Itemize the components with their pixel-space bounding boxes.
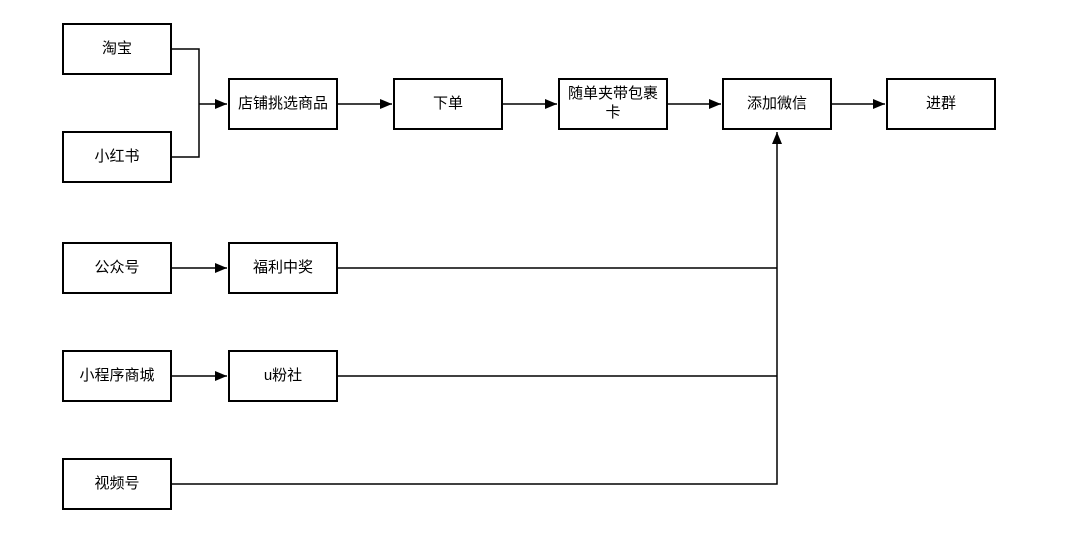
node-ufenshe-label: u粉社 bbox=[263, 366, 303, 384]
node-dianpu-label: 店铺挑选商品 bbox=[237, 94, 328, 112]
node-jinqun-label: 进群 bbox=[925, 94, 956, 112]
node-xiaochengxu-label: 小程序商城 bbox=[79, 366, 155, 384]
node-taobao: 淘宝 bbox=[62, 23, 172, 75]
node-jinqun: 进群 bbox=[886, 78, 996, 130]
node-gongzhonghao: 公众号 bbox=[62, 242, 172, 294]
node-weixin-label: 添加微信 bbox=[746, 94, 807, 112]
node-shipinhao: 视频号 bbox=[62, 458, 172, 510]
node-gongzhonghao-label: 公众号 bbox=[94, 258, 140, 276]
node-dianpu: 店铺挑选商品 bbox=[228, 78, 338, 130]
node-xiadan-label: 下单 bbox=[432, 94, 463, 112]
node-ufenshe: u粉社 bbox=[228, 350, 338, 402]
edge-shipinhao-to-weixin bbox=[172, 132, 782, 485]
node-xiaohongshu: 小红书 bbox=[62, 131, 172, 183]
node-fuli-label: 福利中奖 bbox=[252, 258, 313, 276]
node-fuli: 福利中奖 bbox=[228, 242, 338, 294]
node-shipinhao-label: 视频号 bbox=[94, 474, 140, 492]
node-taobao-label: 淘宝 bbox=[101, 39, 132, 57]
node-xiaohongshu-label: 小红书 bbox=[94, 147, 140, 165]
node-baoguoka-label: 随单夹带包裹卡 bbox=[567, 85, 658, 121]
node-xiadan: 下单 bbox=[393, 78, 503, 130]
node-baoguoka: 随单夹带包裹卡 bbox=[558, 78, 668, 130]
edge-taobao-xiaohongshu-merge bbox=[172, 48, 200, 158]
node-weixin: 添加微信 bbox=[722, 78, 832, 130]
node-xiaochengxu: 小程序商城 bbox=[62, 350, 172, 402]
